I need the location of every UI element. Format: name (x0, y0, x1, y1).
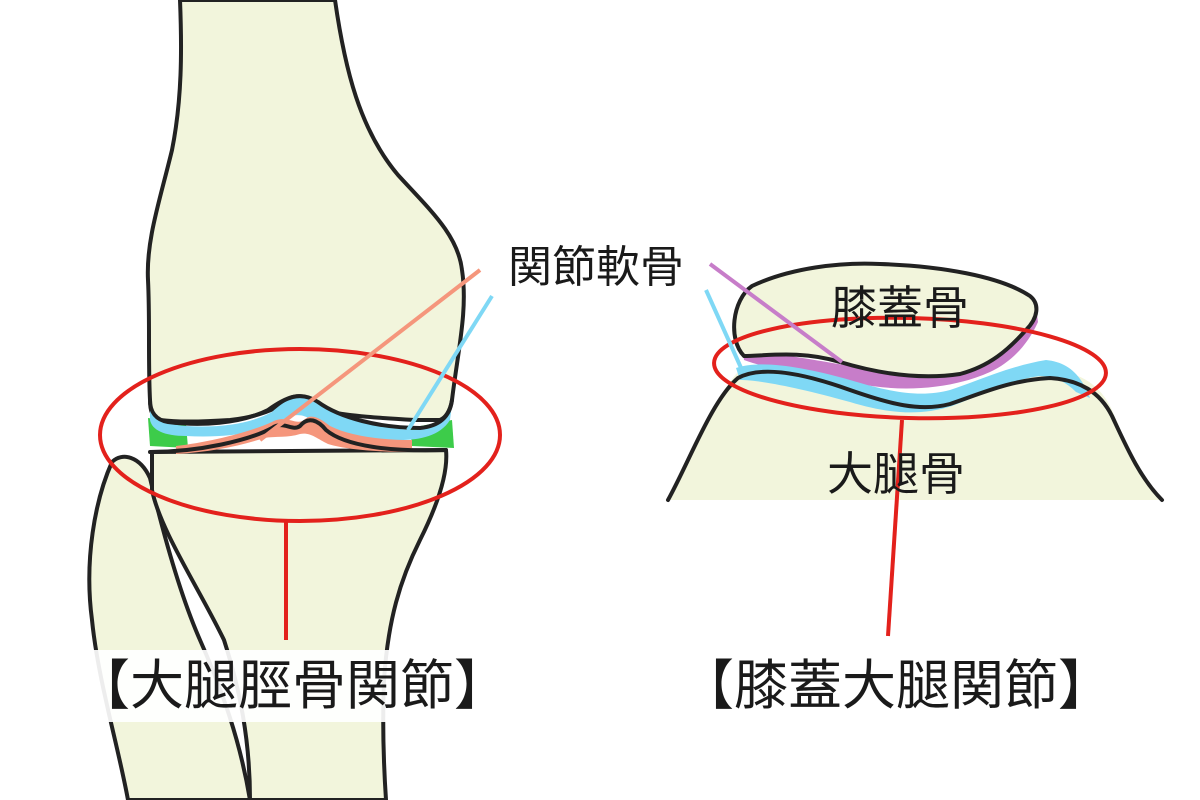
leader-blue-left (406, 294, 494, 432)
leader-salmon (258, 268, 482, 442)
trochlear-cartilage (736, 360, 1090, 413)
tibial-plateau-outline (148, 418, 448, 454)
femur-condyle-outline (148, 394, 454, 431)
label-femur: 大腿骨 (827, 447, 965, 501)
femur (145, 0, 466, 424)
label-patella: 膝蓋骨 (831, 281, 969, 335)
caption-tibiofemoral-joint: 【大腿脛骨関節】 (76, 654, 508, 717)
tibiofemoral-callout-ellipse (98, 347, 502, 523)
leader-blue-right (704, 289, 744, 371)
patellofemoral-callout-line (886, 419, 904, 637)
patellofemoral-callout-ellipse (712, 315, 1108, 421)
patellofemoral-illustration (666, 261, 1164, 637)
caption-patellofemoral-joint: 【膝蓋大腿関節】 (680, 654, 1112, 717)
caption-bg-right (682, 650, 1112, 722)
patella (732, 261, 1039, 379)
femur-trochlea-outline (666, 369, 1164, 502)
label-articular-cartilage: 関節軟骨 (508, 242, 684, 293)
caption-bg-left (78, 650, 508, 722)
femur-trochlea (668, 366, 1162, 500)
cartilage-leader-lines (258, 262, 844, 442)
femoral-cartilage (150, 396, 452, 440)
leader-purple (708, 262, 844, 364)
